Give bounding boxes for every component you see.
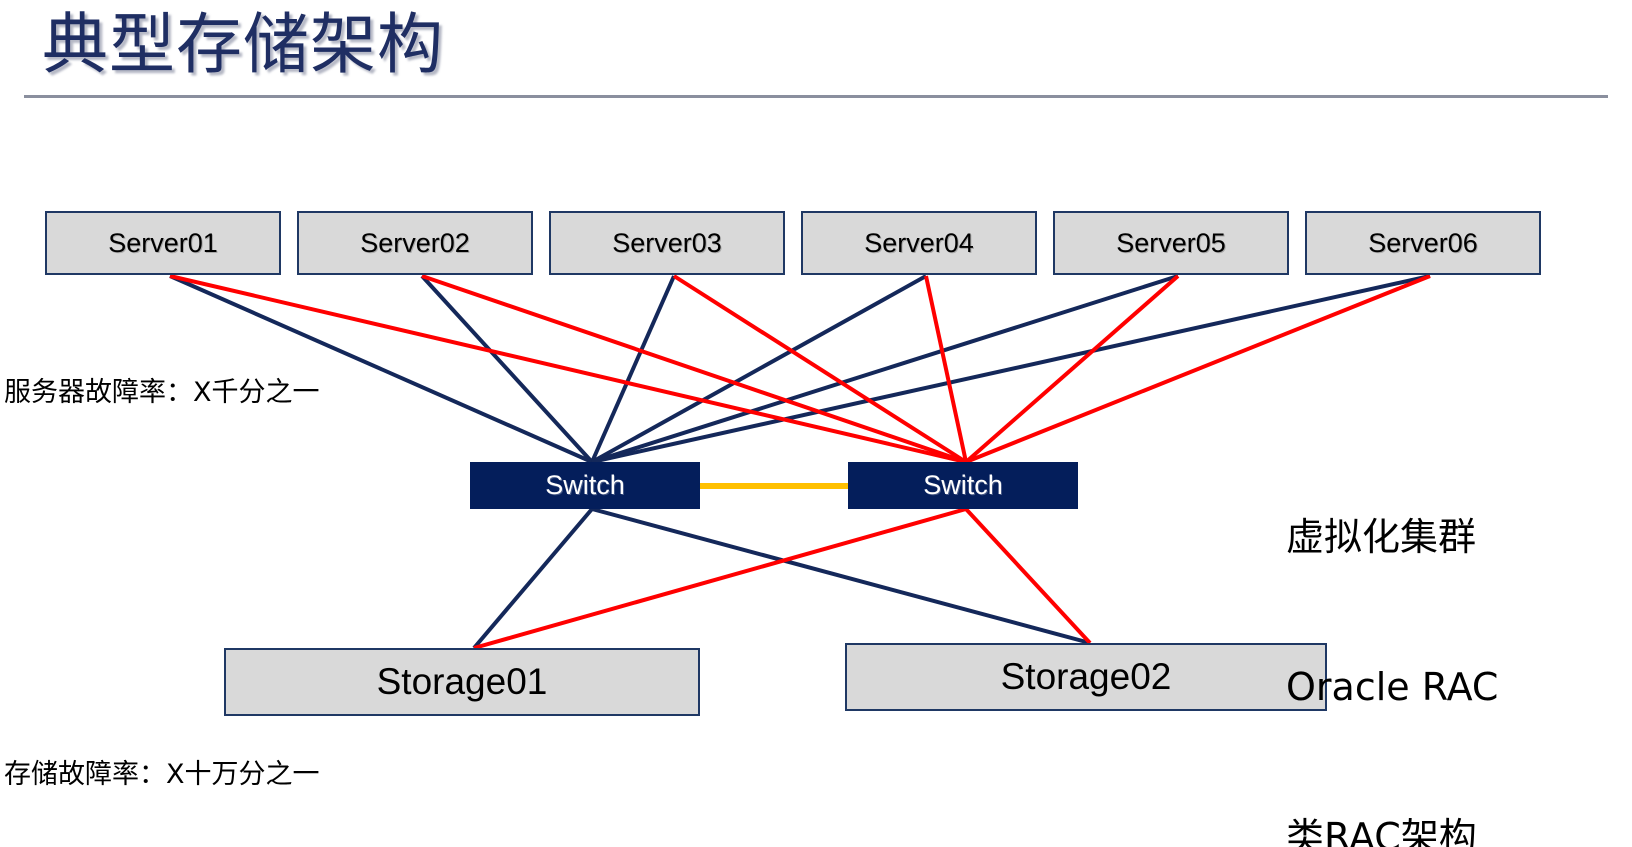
server-failure-rate-note: 服务器故障率：X千分之一 bbox=[4, 377, 320, 408]
server-node-label: Server02 bbox=[360, 227, 470, 258]
server-node-server02[interactable]: Server02 bbox=[297, 211, 533, 275]
server-node-label: Server04 bbox=[864, 227, 974, 258]
server-node-server04[interactable]: Server04 bbox=[801, 211, 1037, 275]
server-node-server01[interactable]: Server01 bbox=[45, 211, 281, 275]
connection-line bbox=[924, 275, 968, 463]
title-divider bbox=[24, 95, 1608, 98]
cluster-note-line-2: Oracle RAC bbox=[1286, 665, 1499, 709]
cluster-note: 虚拟化集群 Oracle RAC 类RAC架构 bbox=[1286, 412, 1498, 847]
server-node-server05[interactable]: Server05 bbox=[1053, 211, 1289, 275]
switch-node-label: Switch bbox=[545, 470, 625, 500]
storage-node-storage01[interactable]: Storage01 bbox=[224, 648, 700, 716]
connection-line bbox=[964, 274, 1180, 464]
switch-node-switch-1[interactable]: Switch bbox=[470, 462, 700, 509]
connection-line bbox=[964, 507, 1092, 645]
storage-node-label: Storage01 bbox=[376, 661, 548, 702]
storage-node-storage02[interactable]: Storage02 bbox=[845, 643, 1327, 711]
connection-line bbox=[591, 274, 927, 464]
server-node-label: Server01 bbox=[108, 227, 218, 258]
links-servers-to-right-switch bbox=[169, 274, 1431, 464]
server-node-label: Server03 bbox=[612, 227, 722, 258]
server-node-label: Server06 bbox=[1368, 227, 1478, 258]
connection-line bbox=[169, 274, 967, 464]
connection-line bbox=[591, 507, 1091, 645]
switch-node-switch-2[interactable]: Switch bbox=[848, 462, 1078, 509]
server-node-label: Server05 bbox=[1116, 227, 1226, 258]
server-node-server03[interactable]: Server03 bbox=[549, 211, 785, 275]
storage-failure-rate-note: 存储故障率：X十万分之一 bbox=[4, 759, 320, 790]
cluster-note-line-1: 虚拟化集群 bbox=[1286, 515, 1477, 559]
server-node-server06[interactable]: Server06 bbox=[1305, 211, 1541, 275]
connection-line bbox=[672, 274, 968, 464]
storage-node-label: Storage02 bbox=[1000, 656, 1172, 697]
switch-node-label: Switch bbox=[923, 470, 1003, 500]
links-servers-to-left-switch bbox=[169, 274, 1431, 464]
connection-line bbox=[420, 274, 594, 464]
cluster-note-line-3: 类RAC架构 bbox=[1286, 815, 1477, 847]
connection-line bbox=[472, 507, 594, 650]
connection-line bbox=[473, 507, 967, 650]
connection-line bbox=[590, 275, 676, 463]
connection-line bbox=[421, 274, 967, 464]
links-switches-to-storages bbox=[472, 507, 1092, 650]
connection-line bbox=[169, 274, 593, 464]
connection-line bbox=[591, 274, 1179, 464]
page-title: 典型存储架构 bbox=[42, 6, 444, 83]
